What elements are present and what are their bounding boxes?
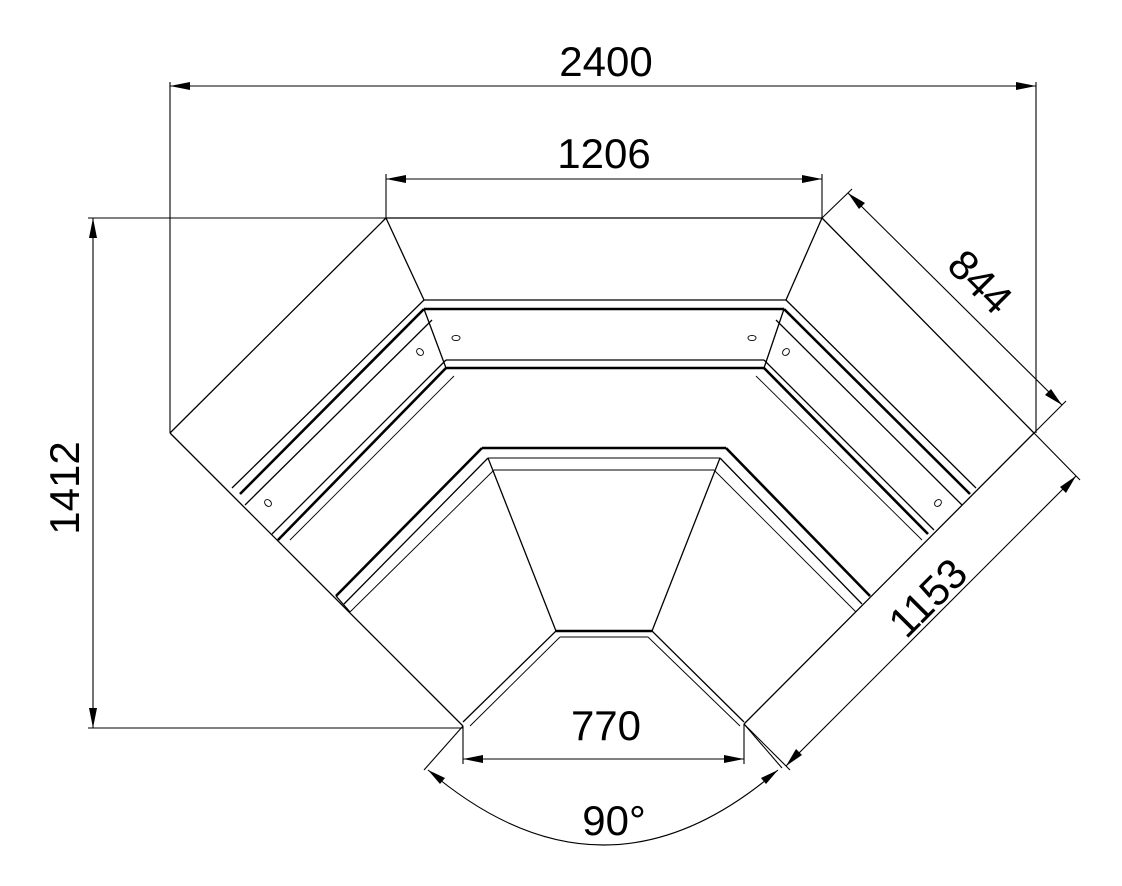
dimension-top-width: 1206 xyxy=(385,130,823,218)
left-wing-line-6 xyxy=(289,375,455,541)
extension-line xyxy=(743,723,783,769)
dimension-label-1153: 1153 xyxy=(879,549,976,646)
right-wing-line-5 xyxy=(763,367,929,535)
mounting-hole xyxy=(416,348,424,356)
corner-unit-outline xyxy=(169,217,1035,727)
left-wing-line-2 xyxy=(239,308,425,495)
extension-line xyxy=(1033,432,1081,481)
inner-left-slant-2 xyxy=(343,457,489,605)
mounting-hole xyxy=(747,334,757,342)
dimension-front-width: 770 xyxy=(462,702,745,764)
inner-right-slant-2 xyxy=(719,457,863,605)
inner-left-slant-bold xyxy=(335,447,483,597)
front-right-line xyxy=(651,630,745,723)
top-panel-left xyxy=(423,308,447,369)
mounting-hole xyxy=(782,348,790,356)
arrowhead xyxy=(89,218,97,238)
top-panel-right xyxy=(763,308,785,369)
dimension-overall-height: 1412 xyxy=(41,217,463,729)
lower-right-edge xyxy=(743,432,1035,725)
arrowhead xyxy=(386,175,406,183)
front-right-line-2 xyxy=(647,636,741,727)
front-left-line xyxy=(462,630,557,723)
left-wing-line-4 xyxy=(271,359,447,535)
top-right-seam xyxy=(785,217,823,301)
extension-line xyxy=(743,723,791,771)
arrowhead xyxy=(724,755,744,763)
mounting-hole xyxy=(934,499,942,507)
mounting-hole xyxy=(264,499,272,507)
dimension-label-844: 844 xyxy=(939,240,1022,323)
arrowhead xyxy=(170,82,190,90)
arrowhead xyxy=(1016,82,1036,90)
mounting-hole xyxy=(451,334,461,342)
dimension-outer-side: 1153 xyxy=(743,432,1081,771)
inner-right-slant-bold xyxy=(725,447,871,597)
arrowhead xyxy=(89,708,97,728)
dimension-label-angle: 90° xyxy=(582,797,646,844)
inner-right-slant-3 xyxy=(713,469,857,613)
angle-arc xyxy=(427,769,779,846)
top-left-seam xyxy=(385,217,425,301)
inner-left-base xyxy=(335,595,351,613)
arrowhead xyxy=(428,770,445,784)
dimension-overall-width: 2400 xyxy=(169,38,1037,433)
right-wing-line-6 xyxy=(755,375,923,541)
left-outer-edge xyxy=(169,217,387,434)
dimension-label-1206: 1206 xyxy=(557,130,650,177)
left-wing-line-1 xyxy=(231,299,425,489)
left-wing-line-5 xyxy=(277,367,447,541)
inner-right-seam xyxy=(651,457,721,632)
dimension-label-1412: 1412 xyxy=(41,441,88,534)
dimension-label-2400: 2400 xyxy=(559,38,652,85)
dimension-side-depth: 844 xyxy=(821,188,1067,434)
inner-left-slant-3 xyxy=(349,469,495,613)
left-wing-line-3 xyxy=(244,319,433,506)
arrowhead xyxy=(848,193,865,209)
dimension-line xyxy=(847,192,1063,406)
arrowhead xyxy=(1045,389,1062,405)
arrowhead xyxy=(761,770,778,784)
inner-left-seam xyxy=(487,457,557,632)
dimension-label-770: 770 xyxy=(571,702,641,749)
extension-line xyxy=(423,725,464,771)
right-outer-edge xyxy=(821,217,1035,434)
extension-line xyxy=(821,188,853,219)
right-wing-line-4 xyxy=(763,359,935,531)
right-wing-line-2 xyxy=(783,308,971,495)
front-left-line-2 xyxy=(469,636,561,727)
arrowhead xyxy=(463,755,483,763)
lower-left-edge xyxy=(169,432,464,727)
right-wing-line-1 xyxy=(785,299,977,489)
dimension-angle: 90° xyxy=(423,723,783,846)
arrowhead xyxy=(1060,476,1076,493)
dimension-line xyxy=(785,475,1077,767)
arrowhead xyxy=(802,175,822,183)
right-wing-line-3 xyxy=(775,319,963,506)
extension-line xyxy=(1033,400,1067,434)
arrowhead xyxy=(786,749,802,766)
